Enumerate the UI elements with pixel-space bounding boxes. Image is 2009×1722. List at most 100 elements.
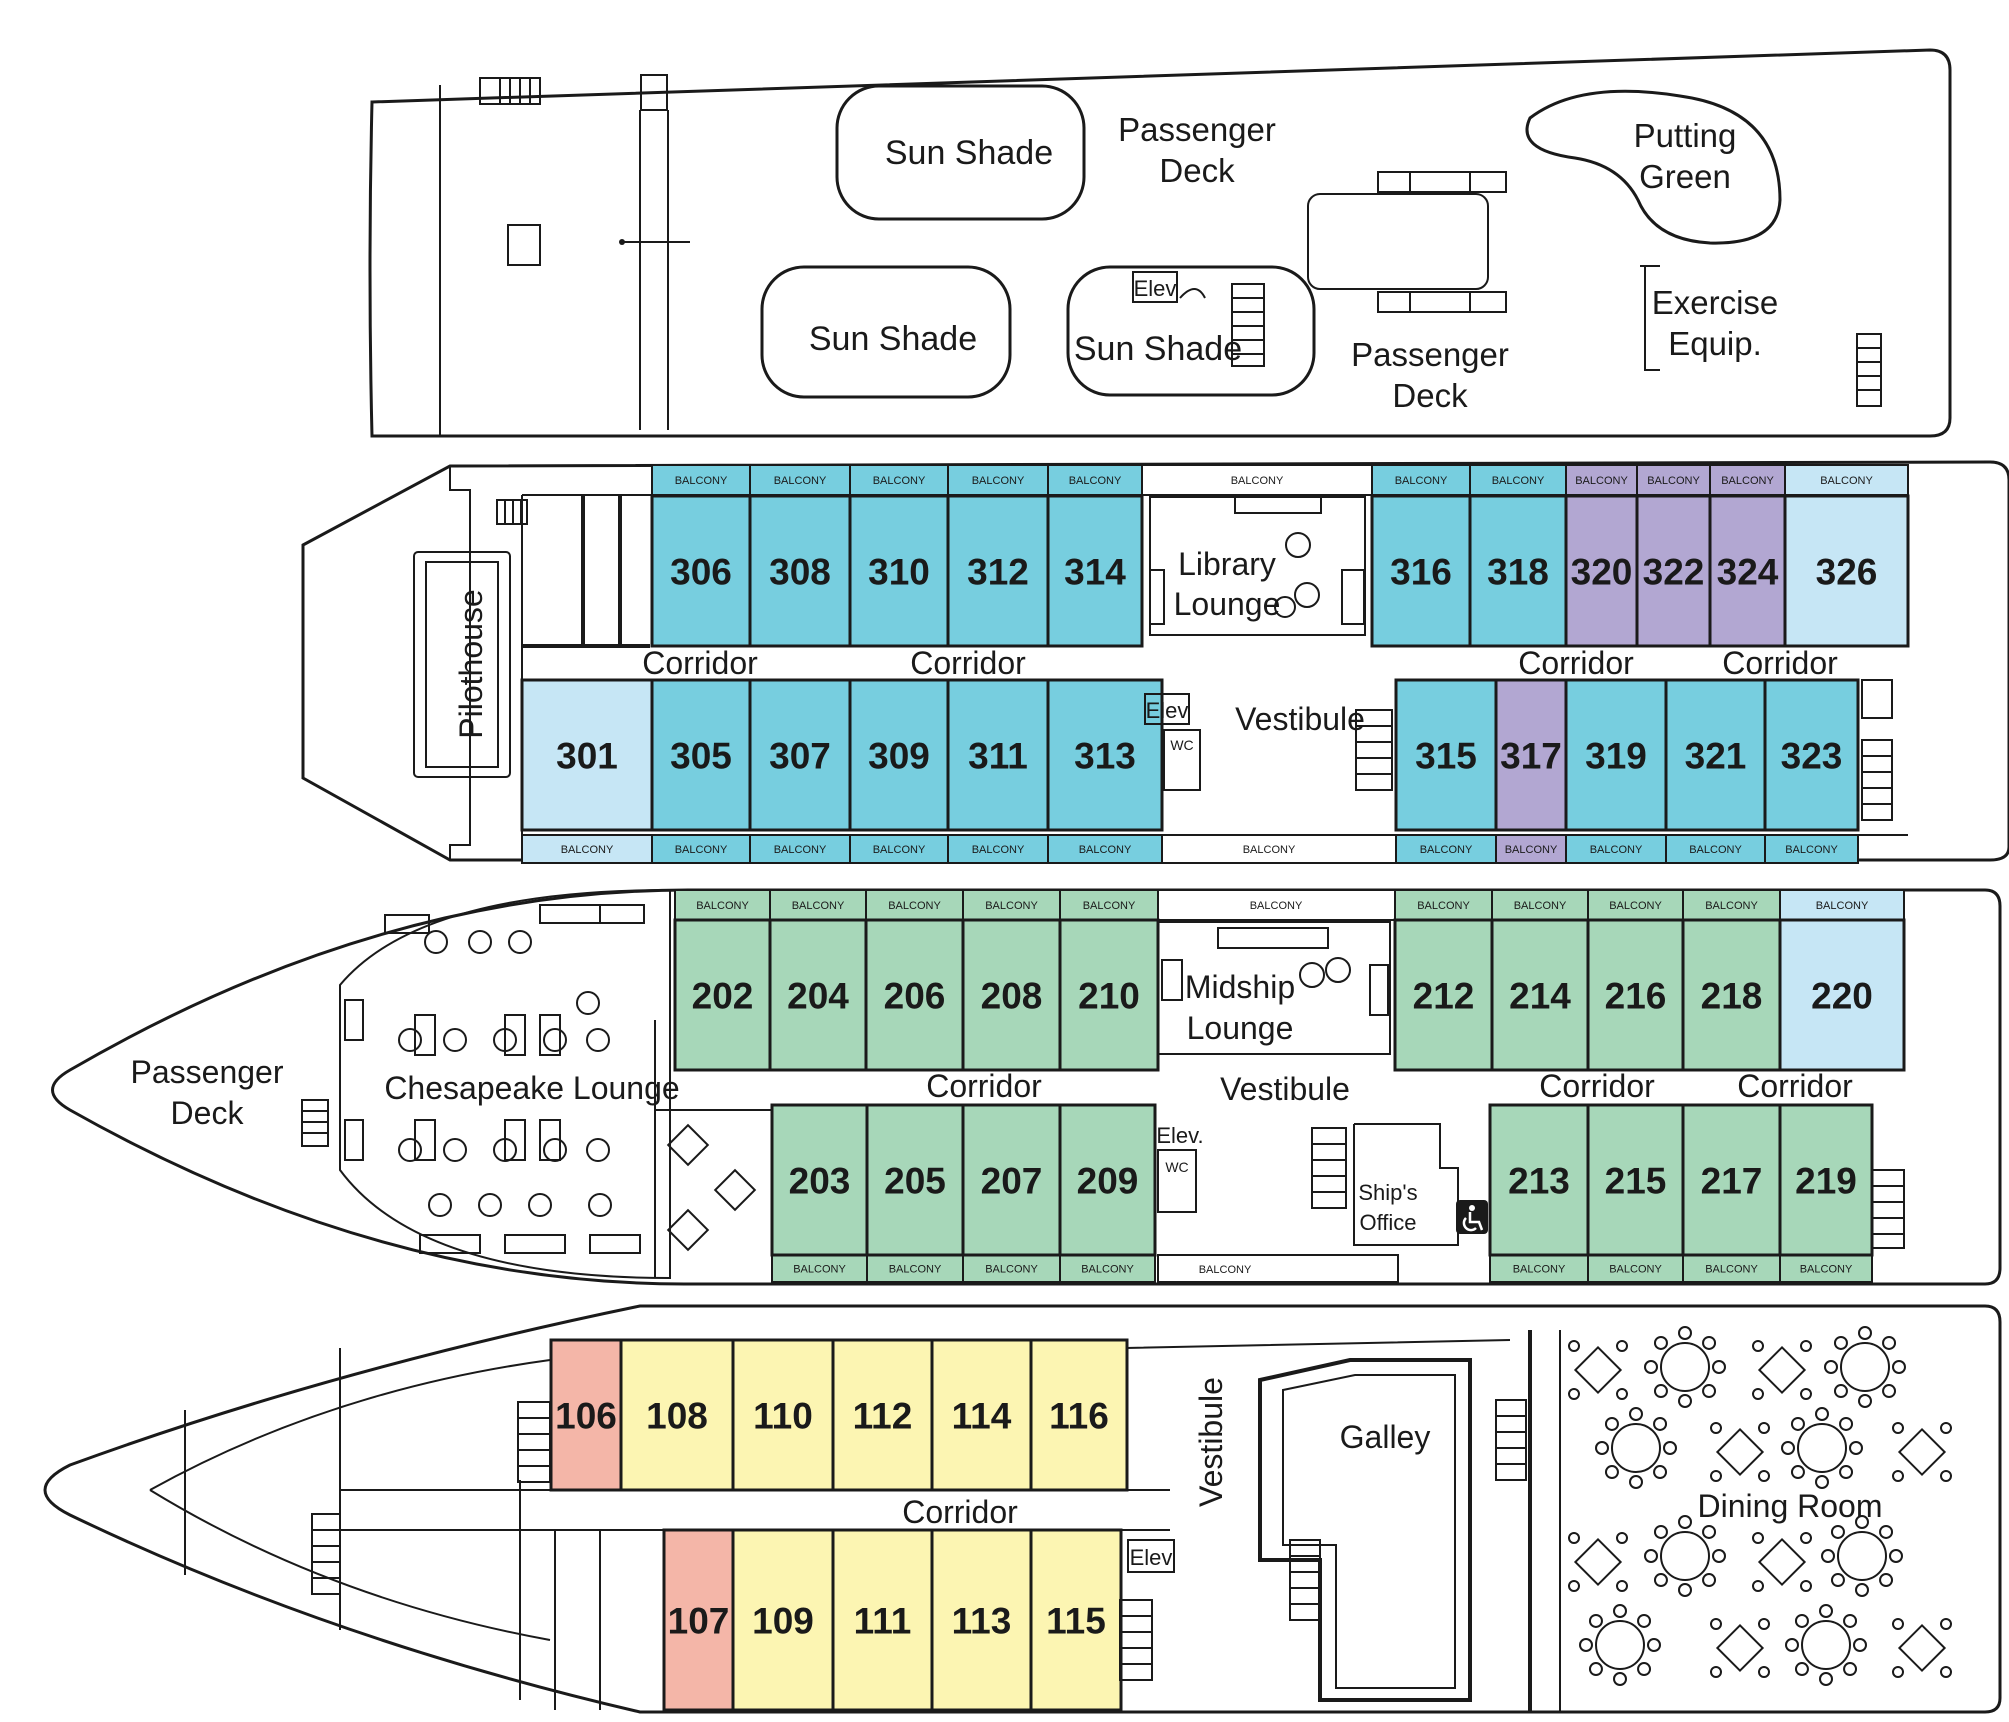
cabin-308[interactable]: 308 [748,494,852,648]
cabin-110[interactable]: 110 [731,1338,835,1492]
cabin-308-room[interactable] [748,494,852,648]
cabin-219[interactable]: 219 [1778,1103,1874,1257]
cabin-301-room[interactable] [520,678,654,832]
cabin-210[interactable]: 210 [1058,918,1160,1072]
cabin-214[interactable]: 214 [1490,918,1590,1072]
cabin-312[interactable]: 312 [946,494,1050,648]
cabin-208[interactable]: 208 [961,918,1062,1072]
cabin-215[interactable]: 215 [1586,1103,1685,1257]
cabin-209[interactable]: 209 [1058,1103,1157,1257]
cabin-313[interactable]: 313 [1046,678,1164,832]
cabin-206[interactable]: 206 [864,918,965,1072]
cabin-324-room[interactable] [1708,494,1787,648]
cabin-209-room[interactable] [1058,1103,1157,1257]
cabin-217[interactable]: 217 [1681,1103,1782,1257]
cabin-320-room[interactable] [1564,494,1639,648]
cabin-323-room[interactable] [1763,678,1860,832]
cabin-114[interactable]: 114 [930,1338,1033,1492]
cabin-106-room[interactable] [549,1338,623,1492]
cabin-316-room[interactable] [1370,494,1472,648]
cabin-115[interactable]: 115 [1029,1528,1123,1712]
cabin-322[interactable]: 322 [1635,494,1712,648]
cabin-312-room[interactable] [946,494,1050,648]
cabin-305-room[interactable] [650,678,752,832]
cabin-319[interactable]: 319 [1564,678,1668,832]
cabin-307[interactable]: 307 [748,678,852,832]
cabin-318[interactable]: 318 [1468,494,1568,648]
cabin-319-room[interactable] [1564,678,1668,832]
cabin-216-room[interactable] [1586,918,1685,1072]
cabin-306-room[interactable] [650,494,752,648]
cabin-114-room[interactable] [930,1338,1033,1492]
cabin-109[interactable]: 109 [731,1528,835,1712]
cabin-116-room[interactable] [1029,1338,1129,1492]
cabin-112-room[interactable] [831,1338,934,1492]
cabin-216[interactable]: 216 [1586,918,1685,1072]
cabin-314-room[interactable] [1046,494,1144,648]
cabin-218-room[interactable] [1681,918,1782,1072]
cabin-219-room[interactable] [1778,1103,1874,1257]
cabin-212[interactable]: 212 [1393,918,1494,1072]
cabin-113[interactable]: 113 [930,1528,1033,1712]
cabin-210-room[interactable] [1058,918,1160,1072]
cabin-214-room[interactable] [1490,918,1590,1072]
cabin-203[interactable]: 203 [770,1103,869,1257]
cabin-202-room[interactable] [673,918,772,1072]
cabin-314[interactable]: 314 [1046,494,1144,648]
cabin-111[interactable]: 111 [831,1528,934,1712]
cabin-316[interactable]: 316 [1370,494,1472,648]
cabin-217-room[interactable] [1681,1103,1782,1257]
cabin-203-room[interactable] [770,1103,869,1257]
cabin-206-room[interactable] [864,918,965,1072]
cabin-108[interactable]: 108 [619,1338,735,1492]
cabin-305[interactable]: 305 [650,678,752,832]
cabin-220-room[interactable] [1778,918,1906,1072]
cabin-113-room[interactable] [930,1528,1033,1712]
cabin-311-room[interactable] [946,678,1050,832]
cabin-213-room[interactable] [1488,1103,1590,1257]
cabin-321[interactable]: 321 [1664,678,1767,832]
cabin-321-room[interactable] [1664,678,1767,832]
cabin-213[interactable]: 213 [1488,1103,1590,1257]
cabin-324[interactable]: 324 [1708,494,1787,648]
cabin-315[interactable]: 315 [1394,678,1498,832]
cabin-218[interactable]: 218 [1681,918,1782,1072]
cabin-323[interactable]: 323 [1763,678,1860,832]
cabin-207[interactable]: 207 [961,1103,1062,1257]
cabin-106[interactable]: 106 [549,1338,623,1492]
lounge-chair [428,1193,452,1217]
cabin-207-room[interactable] [961,1103,1062,1257]
cabin-306[interactable]: 306 [650,494,752,648]
cabin-317-room[interactable] [1494,678,1568,832]
cabin-315-room[interactable] [1394,678,1498,832]
cabin-204[interactable]: 204 [768,918,868,1072]
cabin-110-room[interactable] [731,1338,835,1492]
cabin-115-room[interactable] [1029,1528,1123,1712]
cabin-322-room[interactable] [1635,494,1712,648]
cabin-220[interactable]: 220 [1778,918,1906,1072]
cabin-318-room[interactable] [1468,494,1568,648]
cabin-107-room[interactable] [662,1528,735,1712]
cabin-112[interactable]: 112 [831,1338,934,1492]
cabin-111-room[interactable] [831,1528,934,1712]
cabin-311[interactable]: 311 [946,678,1050,832]
balcony: BALCONY [521,834,653,864]
lounge-sofa [414,1119,436,1161]
cabin-116[interactable]: 116 [1029,1338,1129,1492]
cabin-326[interactable]: 326 [1783,494,1910,648]
stairs-icon [1871,1169,1905,1249]
cabin-313-room[interactable] [1046,678,1164,832]
cabin-205[interactable]: 205 [865,1103,965,1257]
cabin-326-room[interactable] [1783,494,1910,648]
cabin-107[interactable]: 107 [662,1528,735,1712]
cabin-number: 210 [1078,975,1140,1016]
cabin-301[interactable]: 301 [520,678,654,832]
cabin-208-room[interactable] [961,918,1062,1072]
cabin-317[interactable]: 317 [1494,678,1568,832]
cabin-204-room[interactable] [768,918,868,1072]
cabin-309-room[interactable] [848,678,950,832]
cabin-202[interactable]: 202 [673,918,772,1072]
cabin-310[interactable]: 310 [848,494,950,648]
cabin-309[interactable]: 309 [848,678,950,832]
cabin-320[interactable]: 320 [1564,494,1639,648]
